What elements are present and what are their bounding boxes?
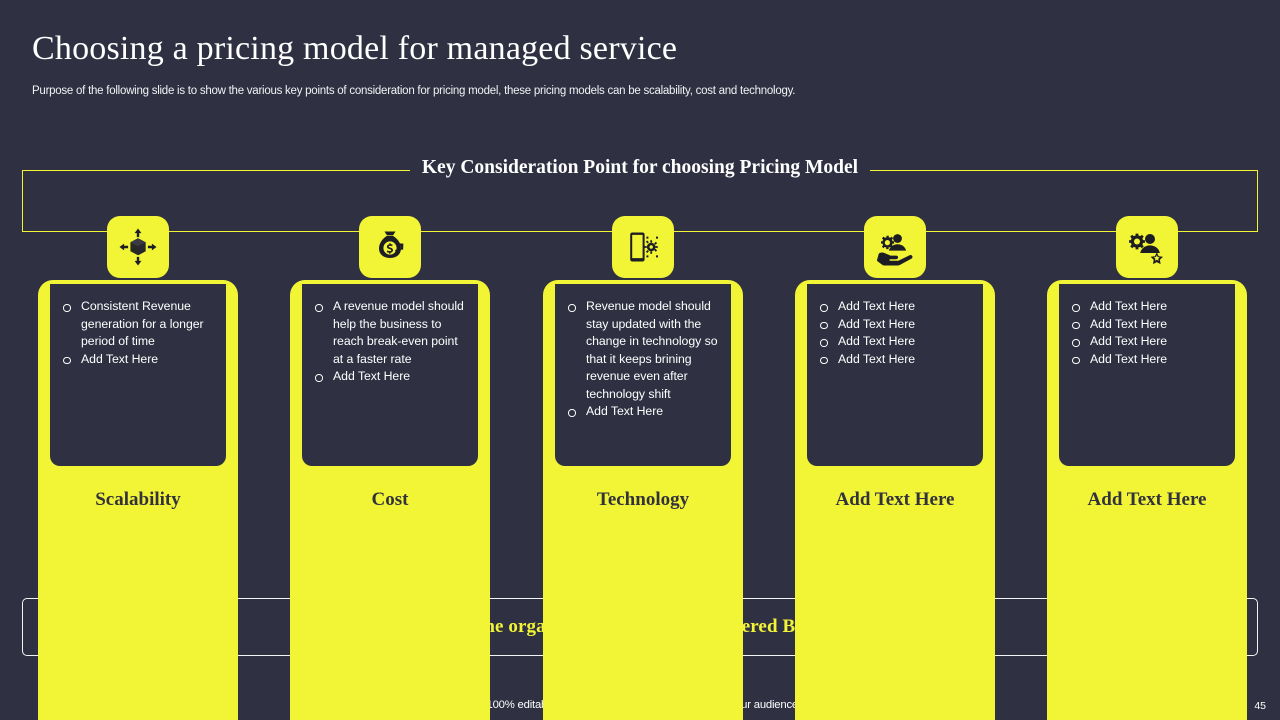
list-item: A revenue model should help the business… [312,298,470,368]
list-item: Add Text Here [60,351,218,369]
card-body: Add Text Here Add Text Here Add Text Her… [807,284,983,466]
page-number: 45 [1254,700,1266,712]
card-body: Revenue model should stay updated with t… [555,284,731,466]
list-item: Add Text Here [1069,333,1227,351]
list-item: Add Text Here [817,298,975,316]
list-item: Add Text Here [817,333,975,351]
bullet-list: Revenue model should stay updated with t… [565,298,723,421]
hand-holding-person-gear-icon [864,216,926,278]
bullet-list: Add Text Here Add Text Here Add Text Her… [817,298,975,368]
bullet-list: Add Text Here Add Text Here Add Text Her… [1069,298,1227,368]
list-item: Add Text Here [1069,316,1227,334]
card-body: A revenue model should help the business… [302,284,478,466]
card-label: Add Text Here [1087,489,1207,510]
section-heading: Key Consideration Point for choosing Pri… [0,156,1280,180]
list-item: Add Text Here [312,368,470,386]
bullet-list: Consistent Revenue generation for a long… [60,298,218,368]
list-item: Add Text Here [1069,298,1227,316]
list-item: Consistent Revenue generation for a long… [60,298,218,351]
card-label: Cost [371,489,409,510]
list-item: Add Text Here [1069,351,1227,369]
list-item: Add Text Here [817,316,975,334]
page-title: Choosing a pricing model for managed ser… [32,30,678,67]
card-label: Add Text Here [835,489,955,510]
section-heading-text: Key Consideration Point for choosing Pri… [409,157,871,178]
user-gear-star-icon [1116,216,1178,278]
bullet-list: A revenue model should help the business… [312,298,470,386]
scalability-cube-arrows-icon [107,216,169,278]
card-label: Technology [596,489,690,510]
list-item: Add Text Here [817,351,975,369]
card-body: Consistent Revenue generation for a long… [50,284,226,466]
mobile-circuit-gear-icon [612,216,674,278]
list-item: Revenue model should stay updated with t… [565,298,723,403]
card-label: Scalability [95,489,181,510]
page-subtitle: Purpose of the following slide is to sho… [32,85,796,97]
money-bag-growth-icon [359,216,421,278]
card-body: Add Text Here Add Text Here Add Text Her… [1059,284,1235,466]
list-item: Add Text Here [565,403,723,421]
